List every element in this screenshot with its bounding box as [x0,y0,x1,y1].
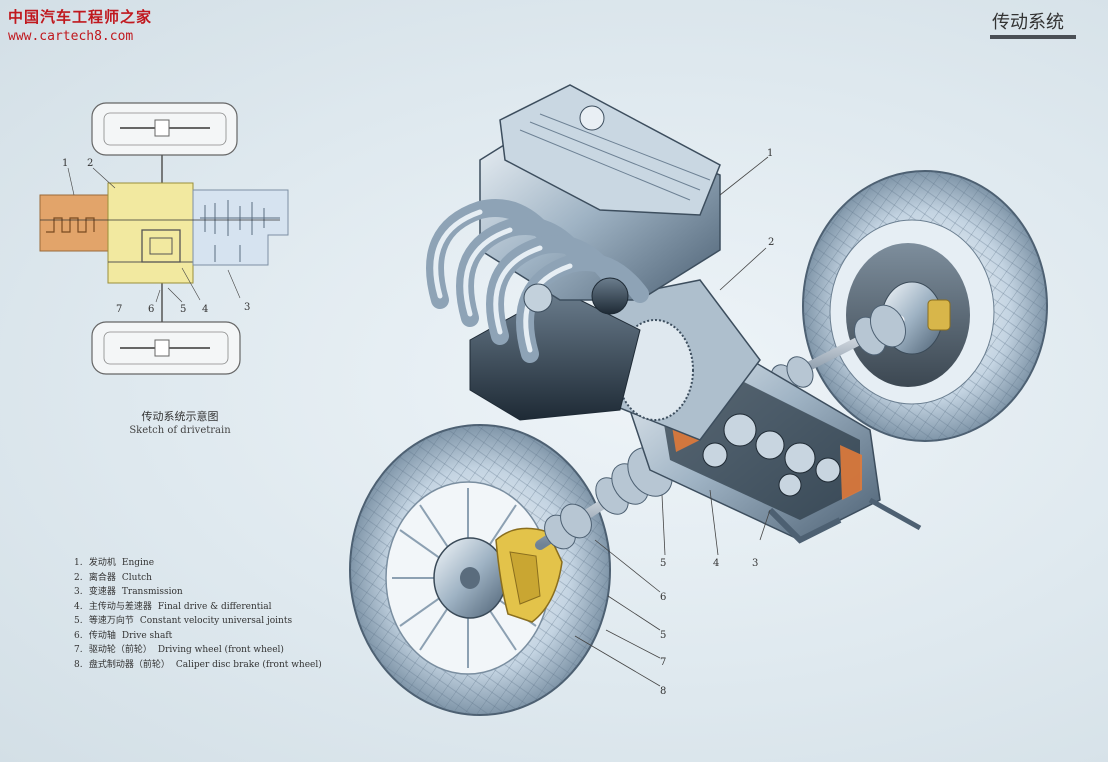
legend-num: 2. [74,572,83,583]
legend-cn: 发动机 [88,558,116,568]
legend-cn: 驱动轮（前轮） [88,645,152,655]
schematic-label-3: 3 [244,302,250,313]
schematic-caption-cn: 传动系统示意图 [141,410,219,423]
legend-cn: 变速器 [88,587,116,597]
legend-item: 4. 主传动与差速器 Final drive & differential [74,600,322,615]
clutch-housing [599,279,761,441]
legend-en: Drive shaft [121,630,173,641]
callout-7: 7 [660,657,666,668]
legend-cn: 等速万向节 [88,616,134,626]
legend-num: 6. [74,630,83,641]
watermark-url: www.cartech8.com [8,29,134,44]
legend-item: 5. 等速万向节 Constant velocity universal join… [74,614,322,629]
legend-cn: 传动轴 [88,630,116,641]
illustration-leaders [574,156,771,687]
legend-item: 7. 驱动轮（前轮） Driving wheel (front wheel) [74,643,322,658]
left-wheel [349,424,611,716]
callout-8: 8 [660,686,666,697]
legend-item: 1. 发动机 Engine [74,556,322,571]
schematic-label-7: 7 [116,304,122,315]
schematic-label-5: 5 [180,304,186,315]
page-title: 传动系统 [992,12,1064,33]
callout-6: 6 [660,592,666,603]
legend-cn: 盘式制动器（前轮） [88,659,170,670]
legend-en: Transmission [121,587,183,597]
schematic-engine [39,194,111,252]
schematic-leaders [67,167,241,303]
callout-3: 3 [752,558,758,569]
legend-num: 1. [74,558,83,568]
schematic-transaxle [107,182,194,284]
callout-5-upper: 5 [660,558,666,569]
engine [426,84,721,421]
legend-item: 6. 传动轴 Drive shaft [74,629,322,644]
right-wheel [802,170,1048,442]
legend-en: Constant velocity universal joints [139,616,293,626]
drivetrain-schematic [39,102,289,375]
legend-en: Caliper disc brake (front wheel) [175,659,322,670]
legend-cn: 主传动与差速器 [88,601,152,612]
schematic-label-6: 6 [148,304,154,315]
schematic-gearbox [192,189,289,266]
brake-caliper [495,527,563,623]
legend: 1. 发动机 Engine 2. 离合器 Clutch 3. 变速器 Transmis… [74,556,322,672]
legend-cn: 离合器 [88,572,116,583]
legend-en: Final drive & differential [157,601,272,612]
legend-num: 7. [74,645,83,655]
callout-2: 2 [768,237,774,248]
legend-en: Driving wheel (front wheel) [157,645,284,655]
legend-item: 8. 盘式制动器（前轮） Caliper disc brake (front wh… [74,658,322,673]
schematic-rear-wheels [91,102,238,156]
schematic-label-1: 1 [62,158,68,169]
legend-item: 2. 离合器 Clutch [74,571,322,586]
callout-4: 4 [713,558,719,569]
callout-5-lower: 5 [660,630,666,641]
schematic-label-2: 2 [87,158,93,169]
legend-item: 3. 变速器 Transmission [74,585,322,600]
legend-en: Clutch [121,572,152,583]
watermark: 中国汽车工程师之家 www.cartech8.com [8,6,152,44]
legend-num: 8. [74,659,83,670]
legend-en: Engine [121,558,155,568]
watermark-chinese: 中国汽车工程师之家 [8,8,153,26]
legend-num: 5. [74,616,83,626]
schematic-caption-en: Sketch of drivetrain [129,425,231,436]
schematic-label-4: 4 [202,304,208,315]
legend-num: 4. [74,601,83,612]
title-underline [990,35,1076,39]
callout-1: 1 [767,148,773,159]
left-drive-shaft [535,447,673,550]
legend-num: 3. [74,587,83,597]
schematic-front-wheels [91,321,241,375]
